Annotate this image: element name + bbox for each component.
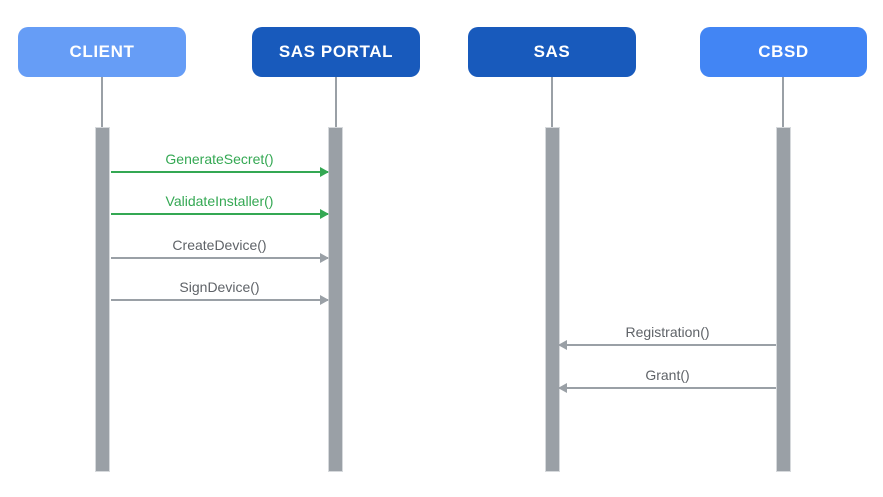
message-line [559, 344, 776, 346]
actor-label-client: CLIENT [69, 42, 135, 61]
activation-bar-cbsd [776, 127, 791, 472]
arrowhead-right-icon [320, 167, 329, 177]
message-line [111, 299, 328, 301]
actor-label-cbsd: CBSD [758, 42, 809, 61]
message-label: ValidateInstaller() [165, 193, 274, 209]
actor-box-sas: SAS [468, 27, 636, 77]
activation-bar-client [95, 127, 110, 472]
arrowhead-left-icon [558, 383, 567, 393]
message-line [111, 257, 328, 259]
activation-bar-sas-portal [328, 127, 343, 472]
lifeline-stem-cbsd [782, 77, 784, 127]
arrowhead-right-icon [320, 209, 329, 219]
lifeline-stem-sas-portal [335, 77, 337, 127]
message-label: SignDevice() [179, 279, 260, 295]
message-label: GenerateSecret() [165, 151, 274, 167]
actor-box-sas-portal: SAS PORTAL [252, 27, 420, 77]
actor-box-cbsd: CBSD [700, 27, 867, 77]
actor-box-client: CLIENT [18, 27, 186, 77]
message-line [111, 171, 328, 173]
arrowhead-left-icon [558, 340, 567, 350]
activation-bar-sas [545, 127, 560, 472]
actor-label-sas: SAS [533, 42, 571, 61]
message-line [559, 387, 776, 389]
lifeline-stem-sas [551, 77, 553, 127]
message-label: Registration() [625, 324, 710, 340]
arrowhead-right-icon [320, 295, 329, 305]
arrowhead-right-icon [320, 253, 329, 263]
message-label: CreateDevice() [172, 237, 267, 253]
message-line [111, 213, 328, 215]
lifeline-stem-client [101, 77, 103, 127]
actor-label-sas-portal: SAS PORTAL [278, 42, 394, 61]
message-label: Grant() [645, 367, 690, 383]
